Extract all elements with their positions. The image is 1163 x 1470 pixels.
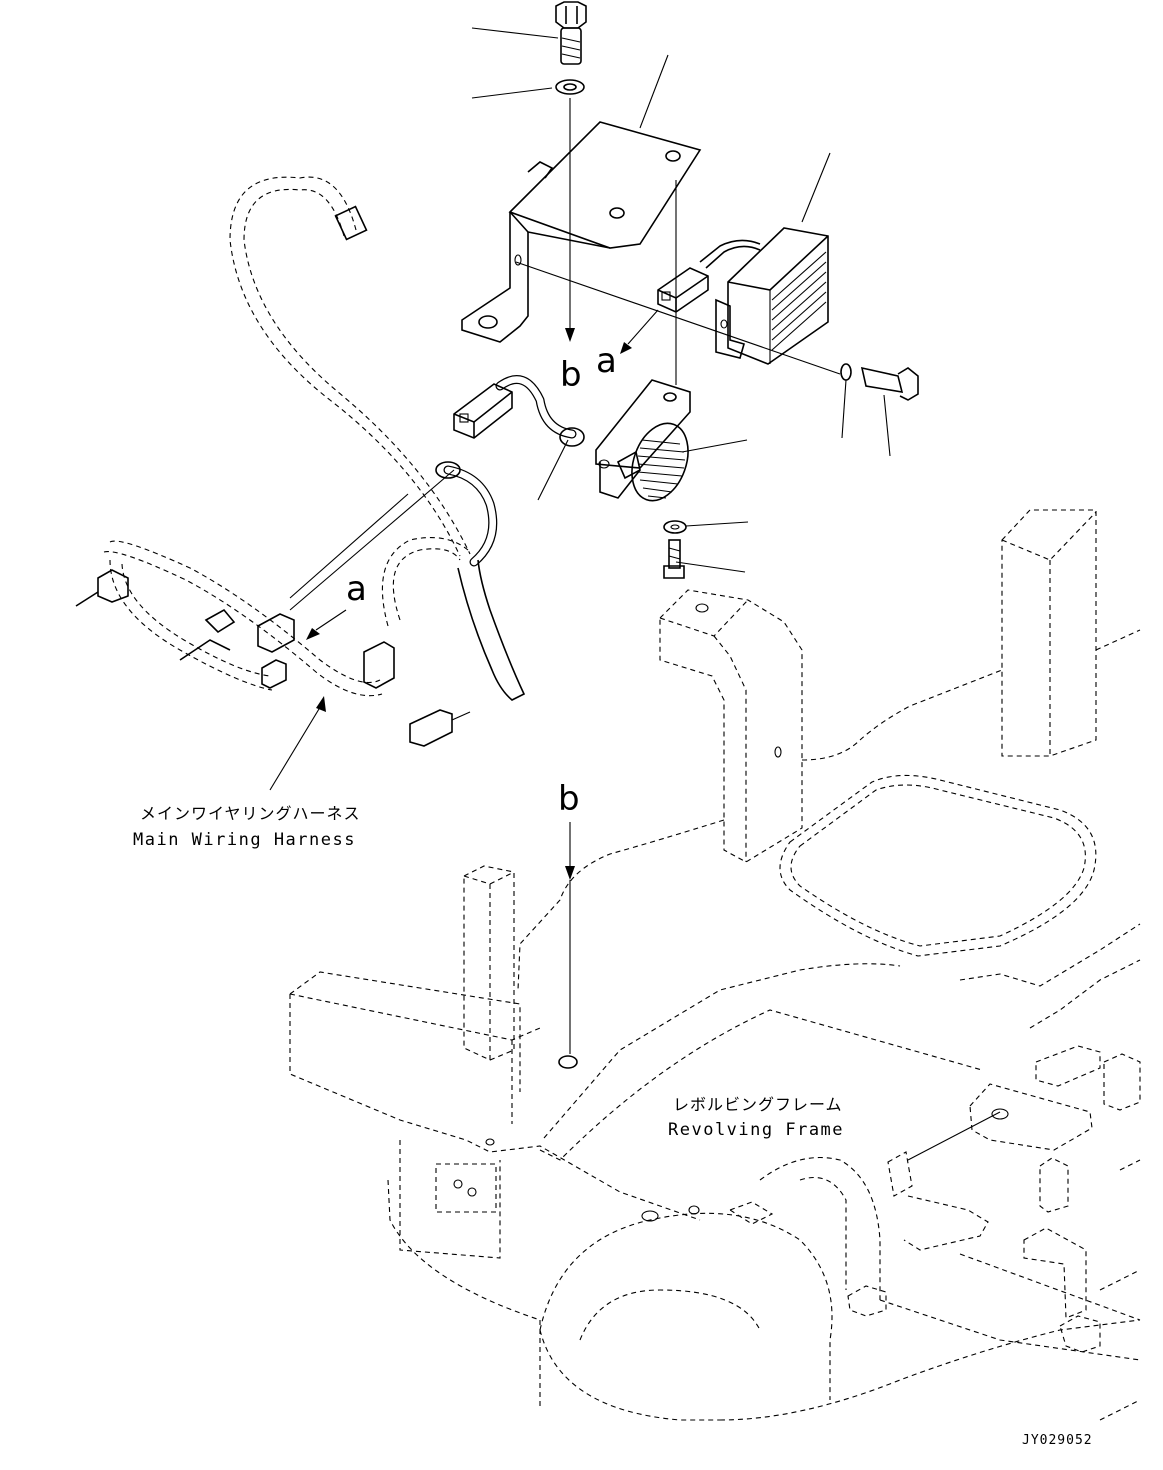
figure-code: JY029052 (1022, 1433, 1093, 1448)
harness-label-japanese: メインワイヤリングハーネス (140, 804, 361, 823)
harness-leader (269, 703, 323, 791)
arrow-a-left-head (306, 628, 320, 640)
washer-top-icon (555, 79, 585, 95)
washer-bottom-icon (663, 520, 687, 534)
buzzer-connector (453, 375, 585, 447)
align-line-horizontal (515, 261, 841, 375)
arrow-label-a-left: a (346, 569, 367, 609)
arrow-b-top-head (565, 328, 575, 342)
arrow-label-b-center: b (558, 779, 580, 819)
mount-hole-icon (558, 1055, 578, 1069)
bolt-top-icon (555, 1, 587, 65)
frame-label-japanese: レボルビングフレーム (673, 1095, 843, 1114)
controller-unit (699, 227, 829, 365)
mounting-bracket (461, 121, 702, 343)
bolt-bottom-icon (663, 539, 685, 579)
arrow-b-center-head (565, 866, 575, 880)
leader-lines (471, 27, 891, 573)
bolt-side-icon (840, 363, 919, 401)
connector-a-top (657, 267, 709, 313)
main-wiring-harness (75, 176, 526, 747)
harness-label-english: Main Wiring Harness (133, 830, 356, 850)
arrow-label-b-top: b (560, 355, 582, 395)
harness-leader-head (316, 696, 326, 712)
arrow-a-left-line (315, 609, 347, 631)
arrow-label-a-top: a (596, 341, 617, 381)
frame-label-english: Revolving Frame (668, 1120, 845, 1140)
revolving-frame (289, 509, 1141, 1421)
arrow-a-top-head (620, 342, 632, 354)
buzzer-unit (595, 379, 691, 502)
arrow-a-top-line (627, 309, 659, 345)
